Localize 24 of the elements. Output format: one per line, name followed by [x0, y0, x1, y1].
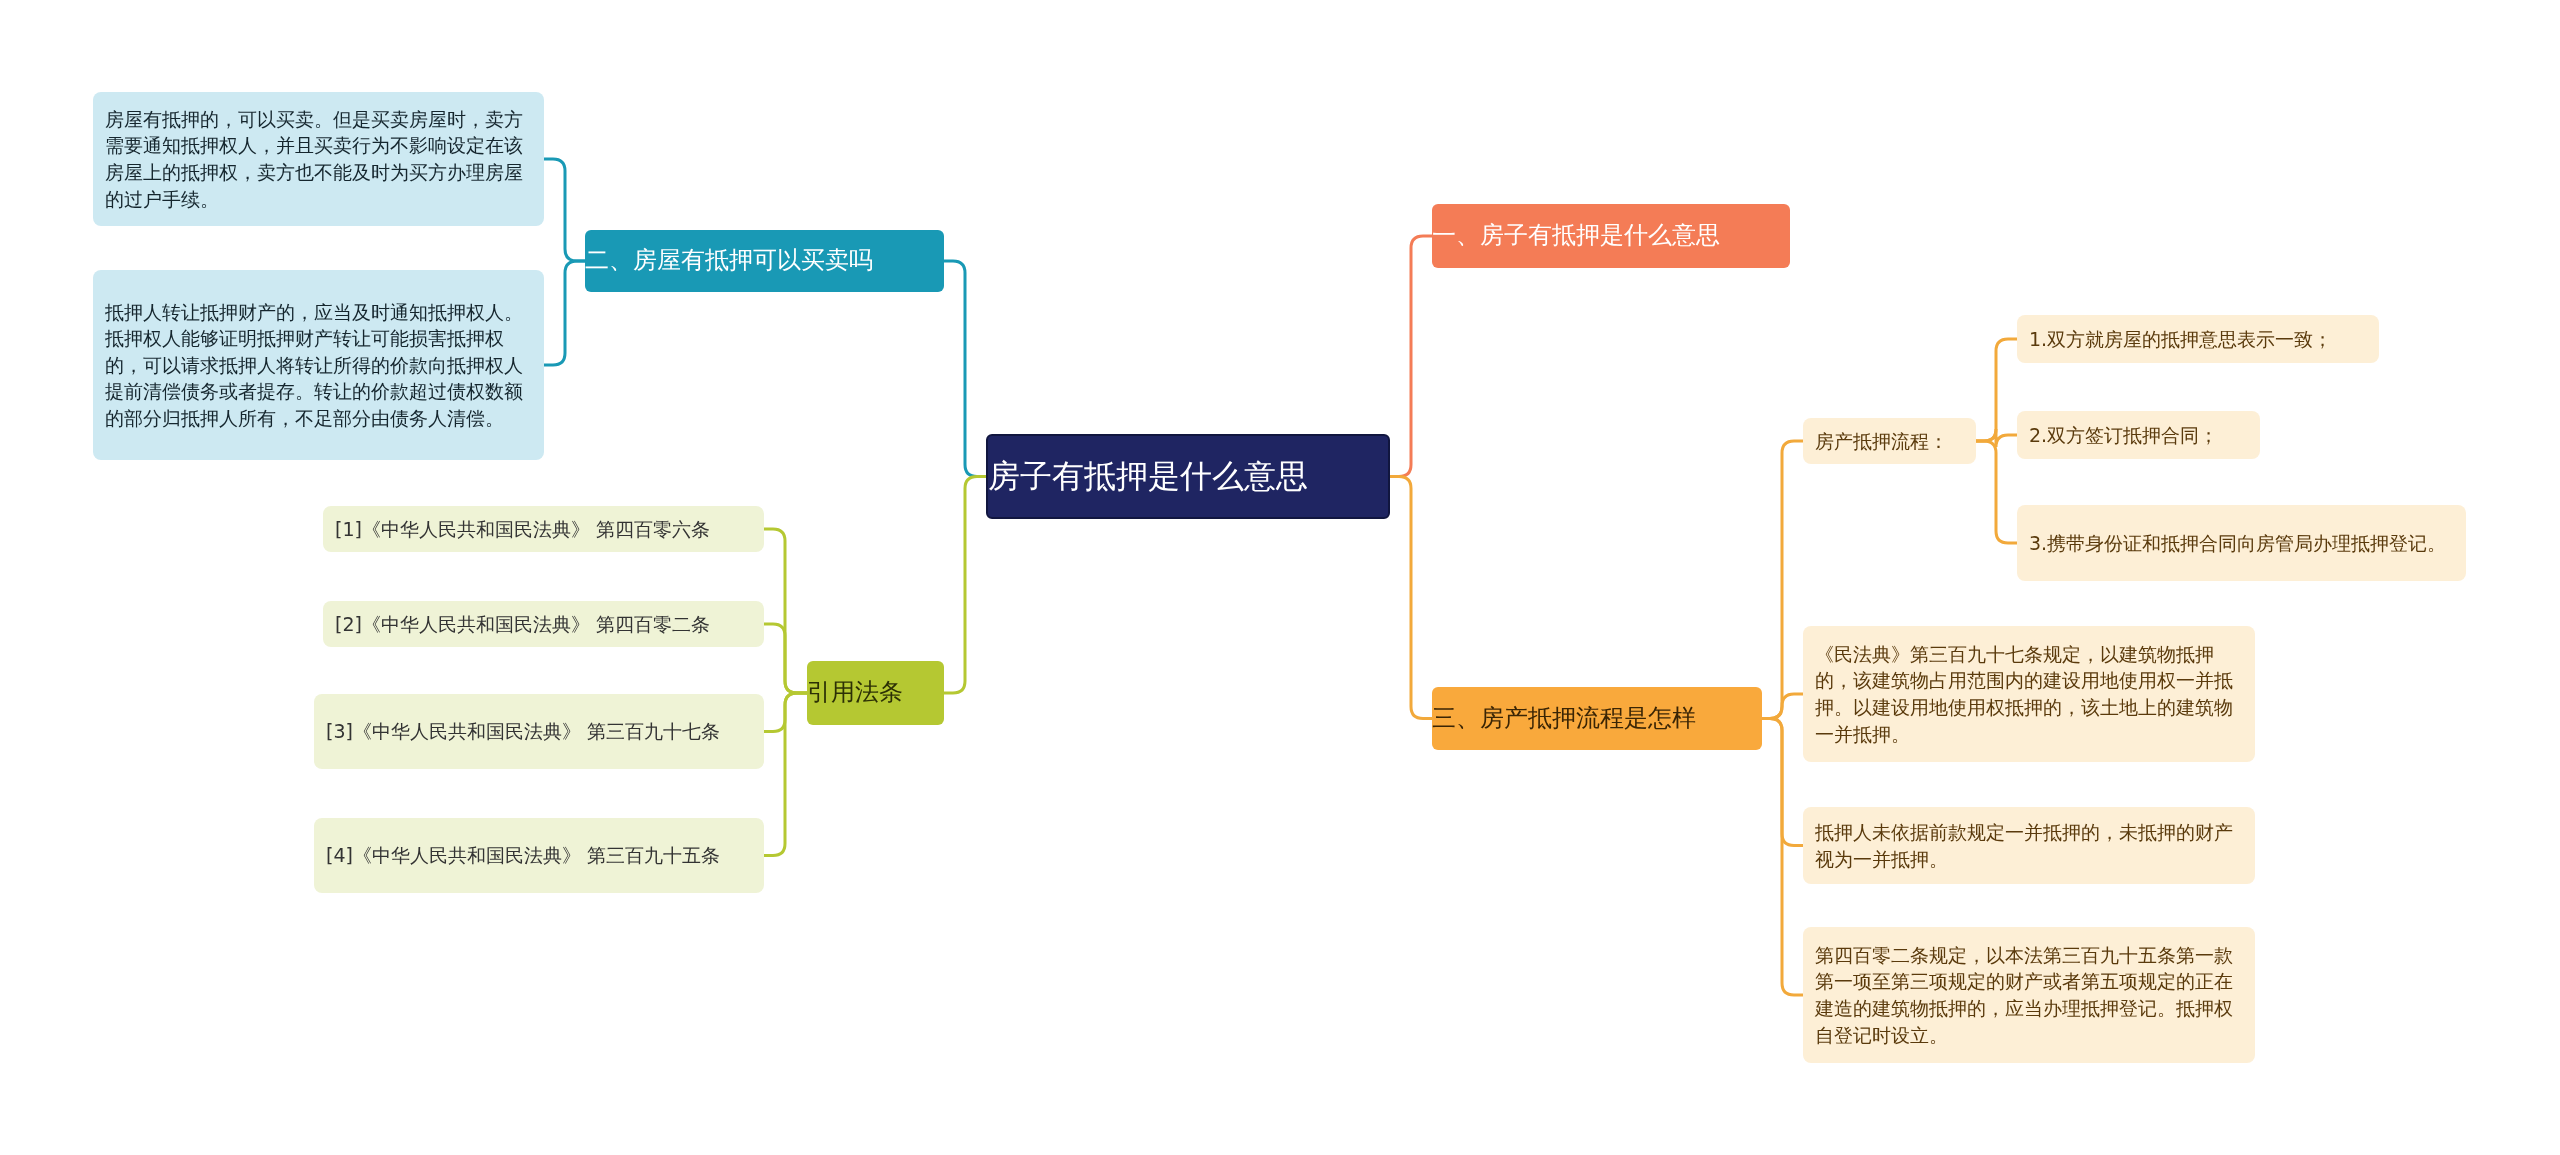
subtopic-card: 3.携带身份证和抵押合同向房管局办理抵押登记。 — [2017, 505, 2466, 581]
branch-topic: 二、房屋有抵押可以买卖吗 — [585, 230, 944, 292]
subtopic-card: 《民法典》第三百九十七条规定，以建筑物抵押的，该建筑物占用范围内的建设用地使用权一并抵押。以建设用地使用权抵押的，该土地上的建筑物一并抵押。 — [1803, 626, 2255, 762]
subtopic-card: 房屋有抵押的，可以买卖。但是买卖房屋时，卖方需要通知抵押权人，并且买卖行为不影响设定在该房屋上的抵押权，卖方也不能及时为买方办理房屋的过户手续。 — [93, 92, 544, 226]
connector-line — [764, 691, 807, 857]
branch-topic: 一、房子有抵押是什么意思 — [1432, 204, 1790, 268]
subtopic-card: [4]《中华人民共和国民法典》 第三百九十五条 — [314, 818, 764, 893]
subtopic-card: 房产抵押流程： — [1803, 418, 1976, 464]
subtopic-card: 2.双方签订抵押合同； — [2017, 411, 2260, 459]
connector-line — [544, 259, 585, 367]
subtopic-card: [3]《中华人民共和国民法典》 第三百九十七条 — [314, 694, 764, 769]
subtopic-card: 1.双方就房屋的抵押意思表示一致； — [2017, 315, 2379, 363]
subtopic-card: 第四百零二条规定，以本法第三百九十五条第一款第一项至第三项规定的财产或者第五项规定的正在建造的建筑物抵押的，应当办理抵押登记。抵押权自登记时设立。 — [1803, 927, 2255, 1063]
subtopic-card: 抵押人转让抵押财产的，应当及时通知抵押权人。抵押权人能够证明抵押财产转让可能损害抵押权的，可以请求抵押人将转让所得的价款向抵押权人提前清偿债务或者提存。转让的价款超过债权数额的部分归抵押人所有，不足部分由债务人清偿。 — [93, 270, 544, 460]
central-topic: 房子有抵押是什么意思 — [986, 434, 1390, 519]
branch-topic: 三、房产抵押流程是怎样 — [1432, 687, 1762, 750]
connector-line — [1976, 439, 2017, 545]
connector-line — [1390, 475, 1432, 720]
subtopic-card: [2]《中华人民共和国民法典》 第四百零二条 — [323, 601, 764, 647]
subtopic-card: 抵押人未依据前款规定一并抵押的，未抵押的财产视为一并抵押。 — [1803, 807, 2255, 884]
subtopic-card: [1]《中华人民共和国民法典》 第四百零六条 — [323, 506, 764, 552]
connector-line — [1762, 717, 1803, 997]
connector-line — [944, 475, 986, 695]
branch-topic: 引用法条 — [807, 661, 944, 725]
